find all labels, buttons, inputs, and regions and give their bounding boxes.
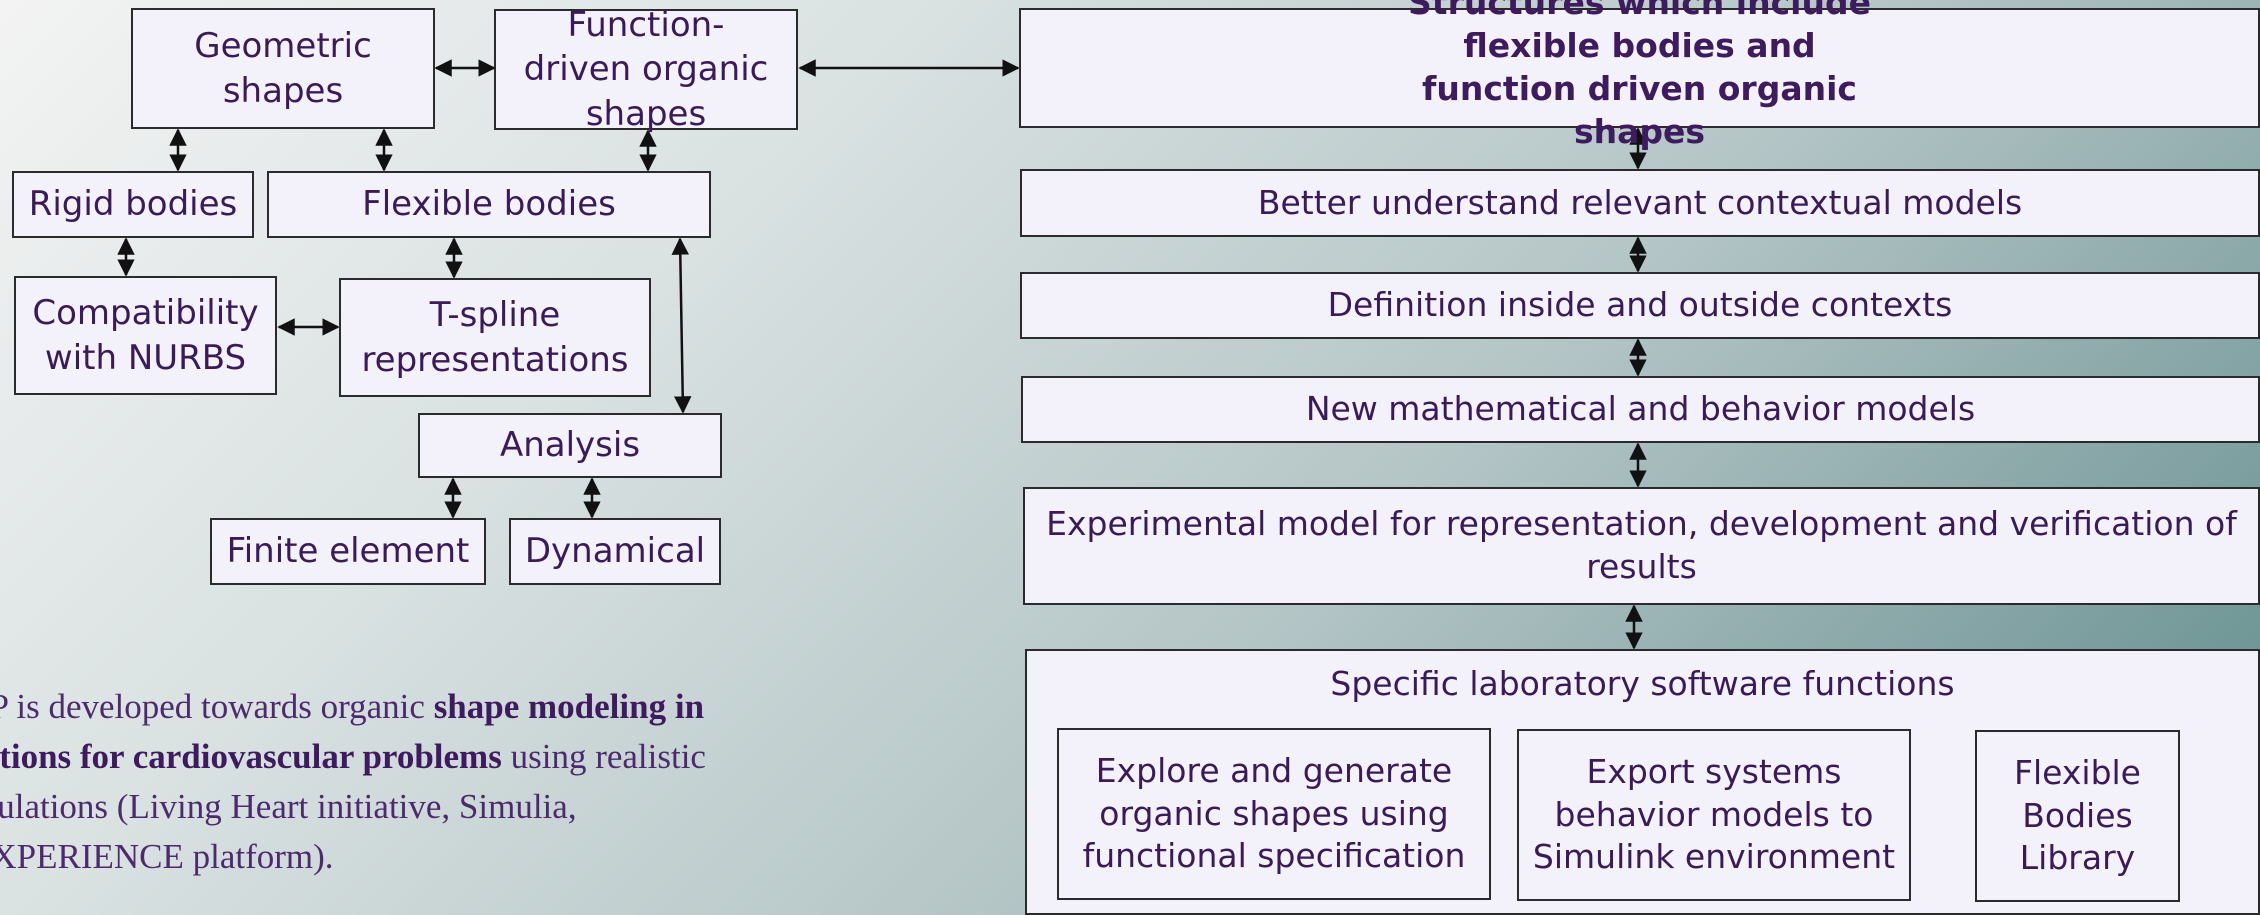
analysis-box: Analysis	[418, 413, 722, 478]
definition-box: Definition inside and outside contexts	[1020, 272, 2260, 339]
explore-box: Explore and generate organic shapes usin…	[1057, 728, 1491, 900]
experimental-box: Experimental model for representation, d…	[1023, 487, 2260, 605]
arrow-flexible-analysis	[671, 237, 692, 414]
paragraph-line-3: mulations (Living Heart initiative, Simu…	[0, 787, 577, 826]
paragraph-line-1: SP is developed towards organic shape mo…	[0, 687, 705, 726]
description-paragraph: SP is developed towards organic shape mo…	[0, 682, 970, 882]
finite-element-box: Finite element	[210, 518, 486, 585]
better-understand-box: Better understand relevant contextual mo…	[1020, 169, 2260, 237]
paragraph-line-2: lutions for cardiovascular problems usin…	[0, 737, 706, 776]
structures-box: Structures which include flexible bodies…	[1019, 0, 2260, 151]
function-driven-box: Function-driven organic shapes	[494, 5, 798, 134]
rigid-bodies-box: Rigid bodies	[12, 171, 254, 238]
compatibility-box: Compatibility with NURBS	[14, 276, 277, 395]
flexible-bodies-box: Flexible bodies	[267, 171, 711, 238]
tspline-box: T-spline representations	[339, 278, 651, 397]
library-box: Flexible Bodies Library	[1975, 730, 2180, 902]
dynamical-box: Dynamical	[509, 518, 721, 585]
export-box: Export systems behavior models to Simuli…	[1517, 729, 1911, 901]
new-models-box: New mathematical and behavior models	[1021, 376, 2260, 443]
paragraph-line-4: EXPERIENCE platform).	[0, 837, 334, 876]
geometric-shapes-box: Geometric shapes	[131, 8, 435, 129]
